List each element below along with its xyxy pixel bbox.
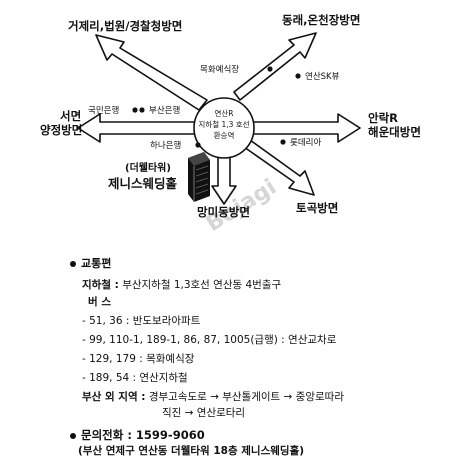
subway-line: 지하철 : 부산지하철 1,3호선 연산동 4번출구 [82, 280, 281, 291]
direction-anrak-1: 안락R [368, 111, 398, 125]
poi-mokhwa: 목화예식장 [200, 64, 239, 75]
center-label-3: 환승역 [214, 130, 235, 140]
bus-route: - 129, 179 : 목화예식장 [82, 353, 195, 365]
bus-label: 버 스 [88, 296, 111, 308]
outside-text-2: 직진 → 연산로타리 [162, 407, 246, 419]
road-west [77, 113, 197, 143]
contact-address: (부산 연제구 연산동 더웰타워 18층 제니스웨딩홀) [78, 445, 305, 457]
poi-mokhwa-dot [267, 66, 273, 72]
bus-route: - 189, 54 : 연산지하철 [82, 372, 188, 384]
poi-sk-view: 연산SK뷰 [305, 71, 340, 82]
road-network [77, 32, 361, 205]
direction-anrak-2: 해운대방면 [368, 125, 421, 139]
poi-kb-dot [132, 107, 138, 113]
contact-heading: 문의전화 : 1599-9060 [70, 428, 205, 442]
direction-seomyeon-1: 서면 [60, 109, 81, 123]
poi-lotteria-dot [280, 139, 286, 145]
poi-lotteria: 롯데리아 [290, 137, 321, 148]
road-southeast [243, 139, 315, 196]
building-name-sub: (더웰타워) [125, 161, 171, 174]
outside-line-1: 부산 외 지역 : 경부고속도로 → 부산톨게이트 → 중앙로따라 [82, 392, 344, 403]
building-name: 제니스웨딩홀 [108, 176, 178, 191]
bullet-icon [70, 261, 76, 267]
bus-route: - 51, 36 : 반도보라아파트 [82, 315, 201, 327]
poi-kb-bank: 국민은행 [88, 105, 119, 116]
poi-markers: 목화예식장 연산SK뷰 국민은행 부산은행 롯데리아 하나은행 [88, 64, 340, 151]
transport-heading: 교통편 [70, 258, 111, 269]
location-map: Bojagi 연산R 지하철 1,3 호선 환승역 거제리,법원/경찰청방면 동… [40, 13, 421, 237]
poi-sk-dot [295, 73, 301, 79]
center-label-2: 지하철 1,3 호선 [198, 119, 249, 129]
contact-phone: 문의전화 : 1599-9060 [81, 428, 205, 442]
center-label-1: 연산R [214, 108, 233, 118]
bullet-icon [70, 432, 76, 439]
poi-busan-bank-dot [139, 107, 145, 113]
poi-hana-bank: 하나은행 [150, 140, 181, 151]
direction-mangmi: 망미동방면 [197, 205, 250, 219]
transport-title: 교통편 [81, 257, 112, 270]
outside-text-1: 경부고속도로 → 부산톨게이트 → 중앙로따라 [148, 391, 344, 403]
outside-label: 부산 외 지역 : [82, 391, 146, 403]
building-icon [188, 152, 210, 202]
road-northwest [95, 34, 208, 111]
road-northeast [233, 32, 317, 101]
subway-text: 부산지하철 1,3호선 연산동 4번출구 [122, 279, 282, 291]
subway-label: 지하철 : [82, 279, 119, 291]
direction-dongnae: 동래,온천장방면 [282, 13, 360, 27]
direction-geojeri: 거제리,법원/경찰청방면 [68, 19, 182, 33]
direction-seomyeon-2: 양정방면 [40, 123, 82, 137]
bus-route: - 99, 110-1, 189-1, 86, 87, 1005(급행) : 연… [82, 334, 337, 346]
poi-hana-dot [195, 142, 201, 148]
road-east [251, 113, 361, 143]
direction-togok: 토곡방면 [296, 201, 338, 215]
poi-busan-bank: 부산은행 [149, 105, 180, 116]
